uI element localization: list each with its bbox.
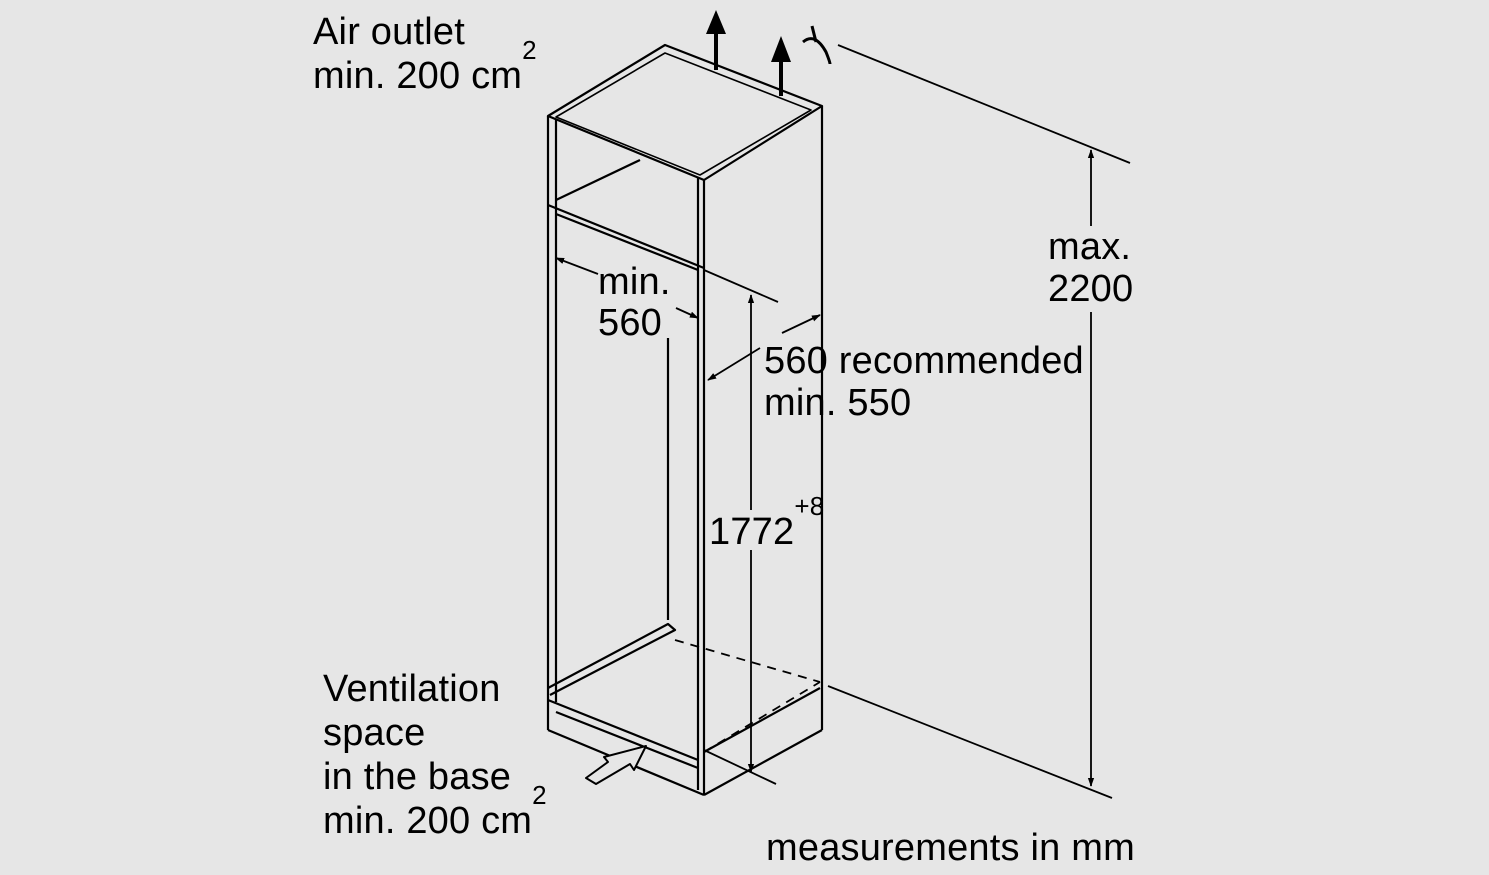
depth-line1: 560 recommended [764,340,1084,382]
air-outlet-line2: min. 200 cm2 [313,35,537,97]
max-height-line1: max. [1048,226,1132,268]
cabinet-top-inner [555,52,812,176]
ventilation-line4: min. 200 cm2 [323,780,547,842]
niche-height-label: 1772+8 [709,493,824,554]
depth-label: 560 recommended min. 550 [764,340,1084,424]
niche-height-value: 1772 [709,511,795,553]
ventilation-label: Ventilation space in the base min. 200 c… [323,667,547,843]
ventilation-line3: in the base [323,756,512,798]
measurements-note: measurements in mm [766,827,1135,869]
air-outlet-label: Air outlet min. 200 cm2 [313,10,537,98]
max-height-line2: 2200 [1048,268,1134,310]
depth-line2: min. 550 [764,382,912,424]
ventilation-line2: space [323,712,426,754]
max-height-dimension [827,44,1131,799]
width-min-label: min. 560 [598,262,671,344]
max-height-label: max. 2200 [1048,226,1133,310]
niche-height-tolerance: +8 [794,491,825,521]
air-outlet-line1: Air outlet [313,11,465,53]
width-min-line2: 560 [598,302,663,344]
ventilation-line1: Ventilation [323,668,501,710]
niche-height-dimension [703,294,777,785]
hidden-edges [674,639,821,753]
air-outlet-arrows [706,10,791,96]
cabinet-outline [546,43,824,797]
width-min-line1: min. [598,261,671,303]
tilt-mark-icon [802,25,832,65]
width-dimension [555,257,779,319]
air-inlet-arrow-icon [585,745,647,785]
